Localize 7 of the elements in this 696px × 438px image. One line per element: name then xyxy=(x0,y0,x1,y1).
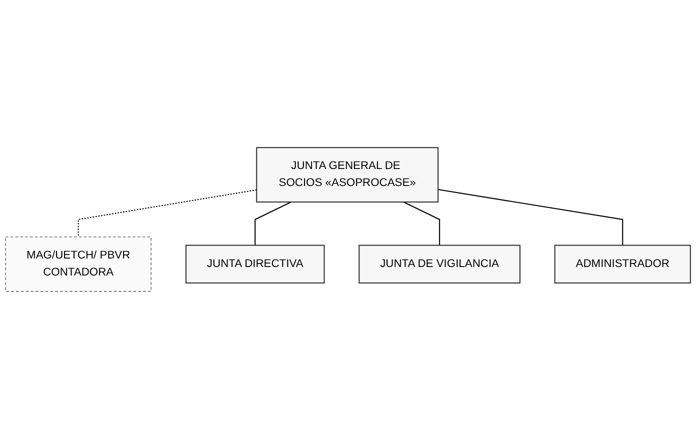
node-box: MAG/UETCH/ PBVR CONTADORA xyxy=(5,236,152,292)
node-box: JUNTA GENERAL DE SOCIOS «ASOPROCASE» xyxy=(256,146,439,202)
connector xyxy=(78,188,257,236)
node-box: JUNTA DIRECTIVA xyxy=(185,244,325,284)
node-box: JUNTA DE VIGILANCIA xyxy=(358,244,520,284)
node-box: ADMINISTRADOR xyxy=(554,244,691,284)
connector xyxy=(438,188,624,245)
